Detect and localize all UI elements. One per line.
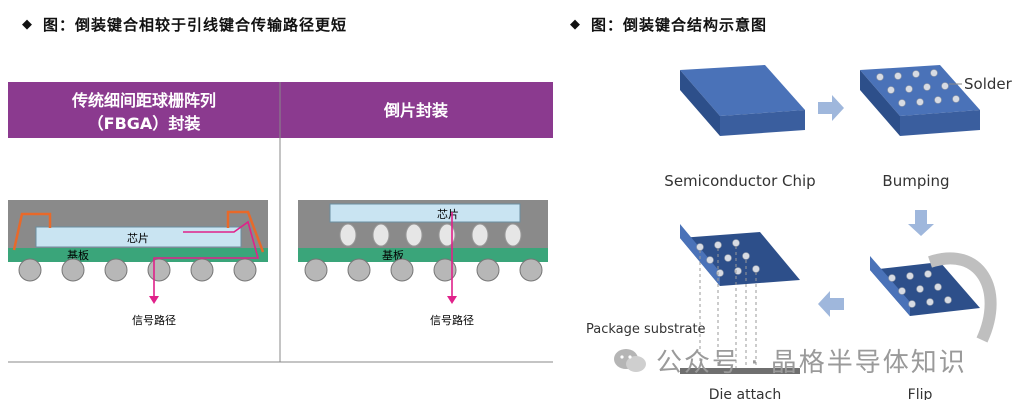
- bumped-chip: [860, 65, 980, 136]
- left-caption: ◆ 图：倒装键合相较于引线键合传输路径更短: [22, 14, 347, 35]
- flip-chip-package: 芯片 基板 信号路径: [298, 200, 548, 327]
- die-attach-label: Die attach: [709, 387, 781, 400]
- bumping-label: Bumping: [882, 172, 949, 190]
- flip-substrate: [298, 248, 548, 262]
- package-comparison-diagram: 传统细间距球栅阵列 （FBGA）封装 倒片封装 芯片 基板 信号路径: [8, 82, 553, 372]
- fbga-package: 芯片 基板 信号路径: [8, 200, 268, 327]
- wechat-icon: [614, 348, 646, 372]
- arrow-left-icon: [818, 291, 844, 317]
- flip-rotation-arrow-icon: [928, 252, 997, 343]
- flip-solder-balls: [304, 258, 543, 282]
- fbga-substrate: [8, 248, 268, 262]
- fbga-signal-path: [153, 220, 260, 300]
- bond-wire-left: [12, 212, 52, 251]
- signal-arrowhead-icon: [149, 296, 159, 304]
- right-caption: ◆ 图：倒装键合结构示意图: [570, 14, 767, 35]
- fbga-substrate-label: 基板: [67, 248, 89, 262]
- flip-signal-label: 信号路径: [430, 314, 474, 327]
- fbga-signal-label: 信号路径: [132, 314, 176, 327]
- bullet-icon: ◆: [22, 17, 33, 32]
- die-attach-chip: [680, 224, 800, 374]
- semiconductor-chip: [680, 65, 805, 136]
- flip-bumps: [339, 223, 522, 247]
- package-substrate-label: Package substrate: [586, 322, 706, 337]
- left-caption-text: 图：倒装键合相较于引线键合传输路径更短: [43, 16, 348, 34]
- fbga-solder-balls: [18, 258, 257, 282]
- watermark: 公众号 · 晶格半导体知识: [612, 342, 967, 379]
- bullet-icon: ◆: [570, 17, 581, 32]
- package-substrate-plate: [680, 368, 800, 374]
- fbga-chip-label: 芯片: [127, 231, 149, 245]
- flip-label: Flip: [908, 387, 933, 400]
- flip-chip-process-diagram: Semiconductor Chip Solder Bumping: [580, 40, 1013, 403]
- fbga-title-line1: 传统细间距球栅阵列: [71, 91, 216, 110]
- flip-substrate-label: 基板: [382, 248, 404, 262]
- arrow-right-icon: [818, 95, 844, 121]
- right-caption-text: 图：倒装键合结构示意图: [591, 16, 768, 34]
- signal-arrowhead-icon: [447, 296, 457, 304]
- flipped-chip: [870, 252, 997, 343]
- semiconductor-chip-label: Semiconductor Chip: [664, 172, 815, 190]
- fbga-title-line2: （FBGA）封装: [88, 114, 201, 133]
- arrow-down-icon: [908, 210, 934, 236]
- bond-wire-right: [226, 210, 265, 253]
- flip-title: 倒片封装: [383, 101, 448, 120]
- watermark-text: 公众号 · 晶格半导体知识: [656, 348, 967, 378]
- solder-label: Solder: [964, 75, 1013, 93]
- flip-chip: [329, 203, 521, 223]
- flip-chip-label: 芯片: [437, 207, 459, 221]
